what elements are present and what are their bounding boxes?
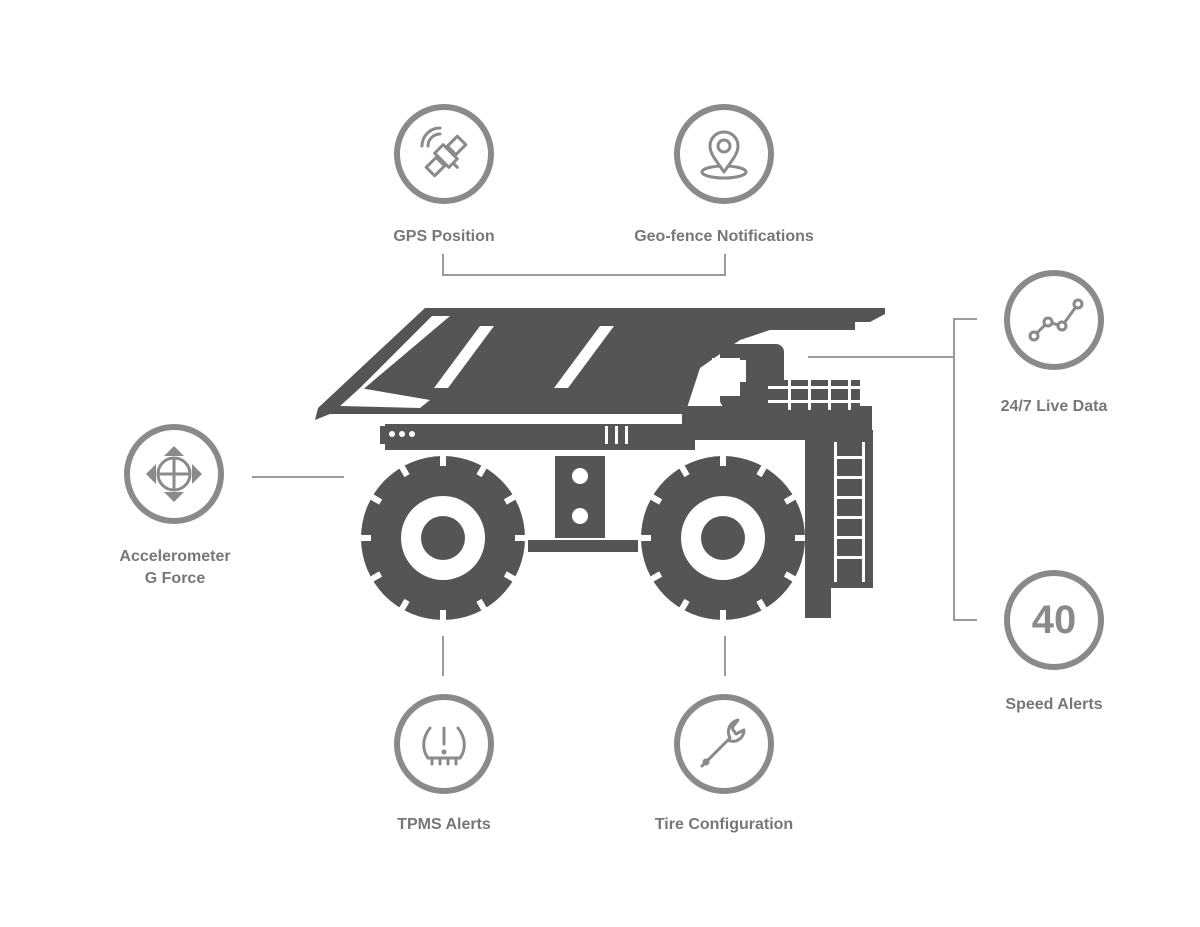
connector-right-bracket-top (953, 318, 977, 320)
connector-truck-to-bracket (808, 356, 954, 358)
connector-right-bracket-vertical (953, 318, 955, 621)
geofence-feature-ring (674, 104, 774, 204)
wrench-icon (700, 718, 746, 768)
tire-config-label: Tire Configuration (654, 816, 794, 833)
gps-feature-ring (394, 104, 494, 204)
connector-tire-config (724, 636, 726, 676)
live-data-feature-ring (1004, 270, 1104, 370)
map-pin-icon (700, 130, 748, 180)
line-graph-icon (1028, 298, 1084, 342)
accelerometer-label-line2: G Force (144, 570, 206, 587)
connector-gps-geofence-bottom (442, 274, 726, 276)
gps-label: GPS Position (393, 228, 495, 245)
speed-limit-icon: 40 (1031, 598, 1077, 642)
speed-label: Speed Alerts (1005, 696, 1103, 713)
tpms-feature-ring (394, 694, 494, 794)
tire-config-feature-ring (674, 694, 774, 794)
speed-feature-ring: 40 (1004, 570, 1104, 670)
connector-gps-geofence-left (442, 254, 444, 276)
connector-tpms (442, 636, 444, 676)
accelerometer-feature-ring (124, 424, 224, 524)
connector-right-bracket-bottom (953, 619, 977, 621)
satellite-icon (420, 126, 468, 178)
geofence-label: Geo-fence Notifications (634, 228, 814, 245)
tpms-label: TPMS Alerts (397, 816, 491, 833)
tire-pressure-warning-icon (422, 726, 466, 766)
live-data-label: 24/7 Live Data (1000, 398, 1108, 415)
connector-accelerometer (252, 476, 344, 478)
mining-haul-truck-icon (315, 308, 885, 620)
accelerometer-label-line1: Accelerometer (119, 548, 231, 565)
connector-gps-geofence-right (724, 254, 726, 276)
move-arrows-icon (146, 446, 202, 502)
